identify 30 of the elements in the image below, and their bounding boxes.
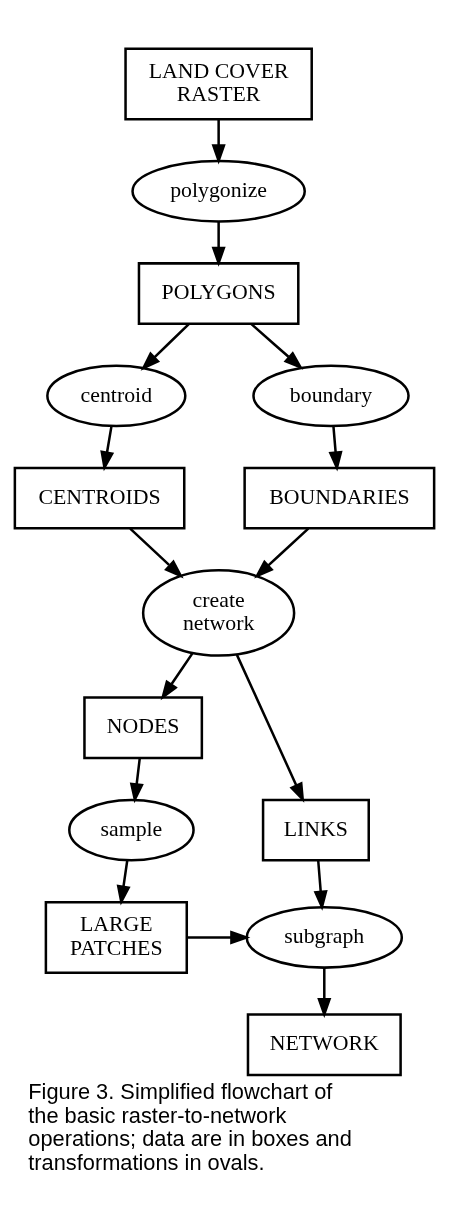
arrow xyxy=(235,653,305,803)
arrow xyxy=(317,967,332,1018)
node-ellipse: create network xyxy=(141,568,296,657)
node-box: LARGE PATCHES xyxy=(44,900,188,974)
node-ellipse: subgraph xyxy=(245,905,404,969)
arrow xyxy=(254,527,310,578)
arrow xyxy=(211,221,226,267)
arrow xyxy=(160,652,194,700)
arrow xyxy=(129,757,144,803)
arrow xyxy=(187,929,251,944)
arrow xyxy=(100,425,115,471)
node-box: LAND COVER RASTER xyxy=(124,46,313,120)
node-ellipse: polygonize xyxy=(131,159,306,223)
node-box: CENTROIDS xyxy=(13,466,186,530)
arrow xyxy=(328,425,343,471)
node-ellipse: sample xyxy=(68,798,195,862)
arrow xyxy=(211,119,226,164)
node-box: NETWORK xyxy=(246,1012,402,1076)
caption: Figure 3. Simplified flowchart of the basic raster-to-network operations; data are in boxes and transformations in ovals. xyxy=(28,1078,352,1175)
node-box: BOUNDARIES xyxy=(243,466,436,530)
arrow xyxy=(313,860,328,911)
node-box: NODES xyxy=(83,695,204,759)
node-ellipse: boundary xyxy=(252,363,410,427)
node-ellipse: centroid xyxy=(46,363,187,427)
arrow xyxy=(250,322,304,370)
node-box: LINKS xyxy=(261,798,370,862)
arrow xyxy=(140,322,190,371)
node-box: POLYGONS xyxy=(137,261,300,325)
arrow xyxy=(129,527,184,579)
arrow xyxy=(116,860,131,906)
